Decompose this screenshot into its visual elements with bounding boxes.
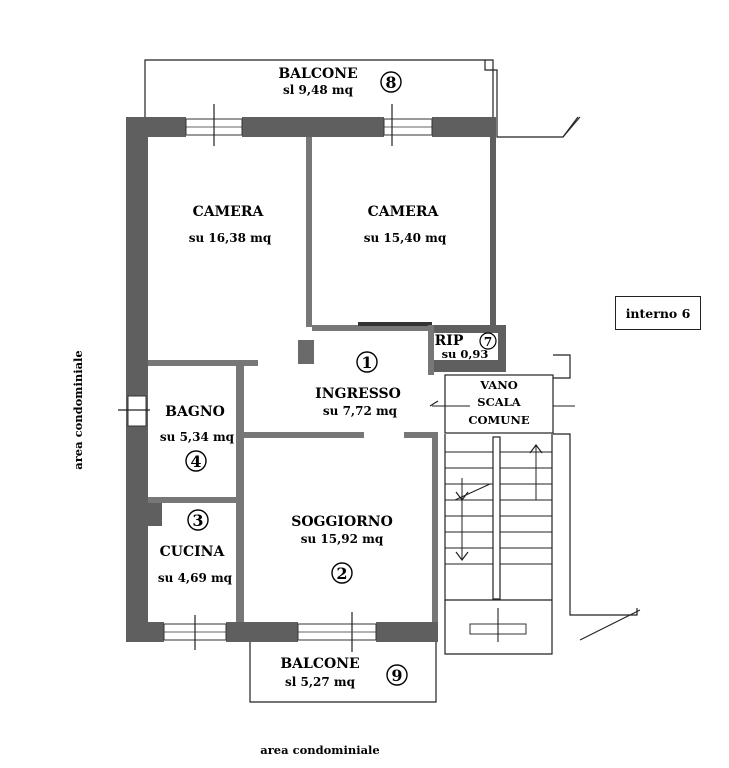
soggiorno-num-circle bbox=[331, 562, 353, 584]
cucina-name: CUCINA bbox=[160, 544, 226, 560]
cucina-area: su 4,69 mq bbox=[158, 571, 233, 585]
entry-arrows bbox=[429, 400, 575, 407]
balcone-top-name: BALCONE bbox=[278, 66, 357, 82]
balcone-bottom-area: sl 5,27 mq bbox=[285, 675, 356, 689]
ingresso-area: su 7,72 mq bbox=[323, 404, 398, 418]
area-bottom-label: area condominiale bbox=[260, 743, 379, 757]
balcone-top-num: 8 bbox=[385, 73, 396, 92]
bagno-name: BAGNO bbox=[165, 404, 225, 420]
rip-name: RIP bbox=[435, 333, 464, 349]
balcone-top-area: sl 9,48 mq bbox=[283, 83, 354, 97]
balcone-bottom-name: BALCONE bbox=[280, 656, 359, 672]
balcone-bottom bbox=[249, 642, 437, 703]
rip-num-circle bbox=[479, 332, 497, 350]
balcone-right-edge bbox=[562, 116, 581, 138]
ingresso-num: 1 bbox=[361, 353, 372, 372]
balcone-bottom-num: 9 bbox=[391, 666, 402, 685]
bagno-window bbox=[118, 395, 150, 427]
staircase bbox=[444, 354, 641, 655]
rip-area: su 0,93 bbox=[442, 347, 489, 361]
vano-line2: SCALA bbox=[477, 395, 521, 409]
camera2-name: CAMERA bbox=[368, 204, 440, 220]
camera1-name: CAMERA bbox=[193, 204, 265, 220]
camera2-area: su 15,40 mq bbox=[364, 231, 447, 245]
windows-top bbox=[185, 104, 433, 146]
bagno-num: 4 bbox=[190, 452, 201, 471]
ingresso-name: INGRESSO bbox=[315, 386, 401, 402]
interior-walls bbox=[148, 137, 438, 622]
bagno-area: su 5,34 mq bbox=[160, 430, 235, 444]
camera1-area: su 16,38 mq bbox=[189, 231, 272, 245]
rip-num: 7 bbox=[484, 335, 492, 349]
ingresso-num-circle bbox=[356, 351, 378, 373]
balcone-top-num-circle bbox=[380, 71, 402, 93]
vano-line3: COMUNE bbox=[468, 413, 529, 427]
cucina-num: 3 bbox=[192, 511, 203, 530]
balcone-bottom-num-circle bbox=[386, 664, 408, 686]
area-left-label: area condominiale bbox=[71, 350, 85, 469]
soggiorno-num: 2 bbox=[336, 564, 347, 583]
windows-bottom bbox=[163, 612, 377, 652]
vano-line1: VANO bbox=[479, 378, 517, 392]
soggiorno-name: SOGGIORNO bbox=[291, 514, 393, 530]
interno-label: interno 6 bbox=[615, 296, 701, 330]
soggiorno-area: su 15,92 mq bbox=[301, 532, 384, 546]
outer-walls bbox=[126, 117, 506, 642]
bagno-num-circle bbox=[185, 450, 207, 472]
cucina-num-circle bbox=[187, 509, 209, 531]
